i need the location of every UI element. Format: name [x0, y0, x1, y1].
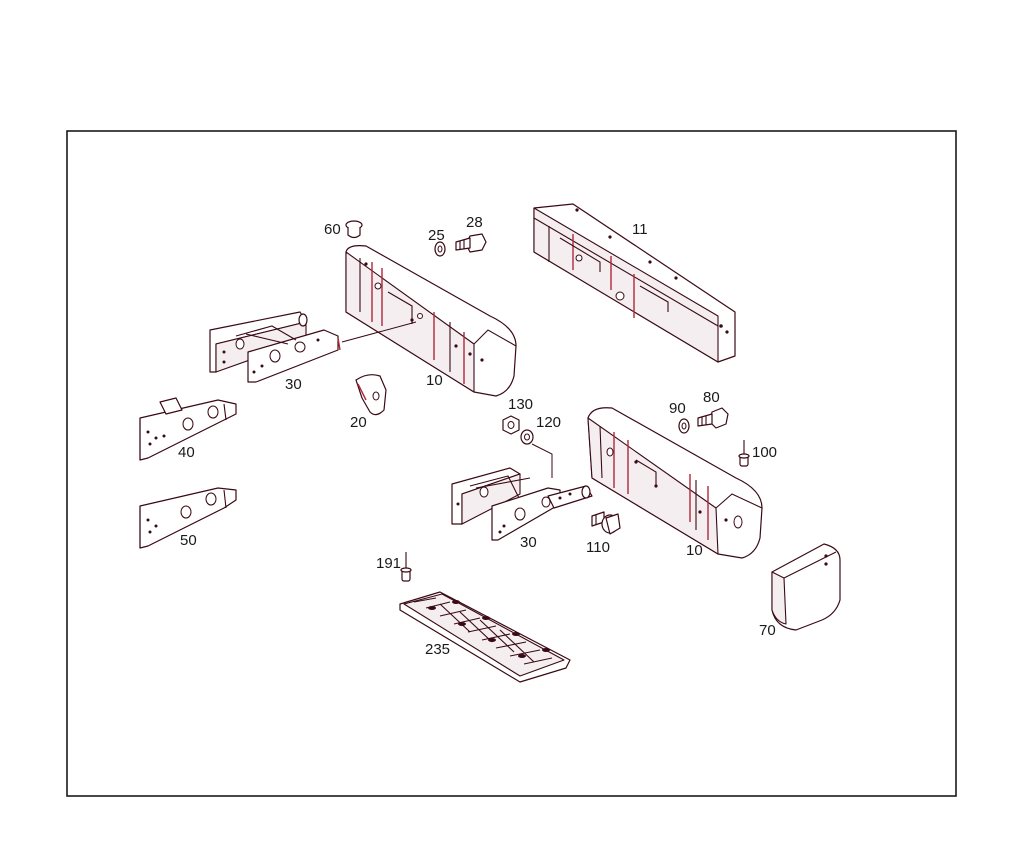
label-11: 11 — [632, 221, 648, 238]
part-11-channel[interactable] — [533, 203, 736, 363]
part-70-end-cap[interactable] — [771, 543, 841, 631]
part-25-washer[interactable] — [434, 241, 446, 257]
label-191: 191 — [376, 555, 401, 572]
part-10-bumper-lower[interactable] — [587, 407, 763, 559]
part-60-plug[interactable] — [345, 220, 363, 239]
part-235-tread-plate[interactable] — [399, 591, 571, 683]
part-130-nut[interactable] — [502, 415, 520, 435]
label-50: 50 — [180, 532, 197, 549]
part-28-bolt[interactable] — [455, 233, 487, 253]
part-100-rivet[interactable] — [738, 440, 750, 467]
label-100: 100 — [752, 444, 777, 461]
part-191-rivet[interactable] — [400, 552, 412, 582]
label-70: 70 — [759, 622, 776, 639]
part-40-plate[interactable] — [139, 397, 237, 461]
label-30-lower: 30 — [520, 534, 537, 551]
label-30-upper: 30 — [285, 376, 302, 393]
label-235: 235 — [425, 641, 450, 658]
part-20-clip[interactable] — [355, 374, 387, 416]
label-130: 130 — [508, 396, 533, 413]
part-120-washer[interactable] — [520, 429, 534, 445]
label-110: 110 — [586, 539, 610, 556]
part-10-bumper-upper[interactable] — [345, 245, 517, 397]
part-30-bracket-upper[interactable] — [209, 311, 341, 383]
part-80-bolt[interactable] — [697, 407, 729, 429]
label-10-upper: 10 — [426, 372, 443, 389]
label-10-lower: 10 — [686, 542, 703, 559]
label-25: 25 — [428, 227, 445, 244]
part-90-washer[interactable] — [678, 418, 690, 434]
label-120: 120 — [536, 414, 561, 431]
leader-30-to-10 — [341, 321, 417, 343]
label-20: 20 — [350, 414, 367, 431]
part-110-bolt[interactable] — [591, 511, 621, 535]
label-80: 80 — [703, 389, 720, 406]
label-40: 40 — [178, 444, 195, 461]
diagram-frame — [66, 130, 957, 797]
label-60: 60 — [324, 221, 341, 238]
part-30-bracket-lower[interactable] — [451, 467, 593, 541]
leader-120-to-30 — [531, 443, 553, 478]
label-90: 90 — [669, 400, 686, 417]
part-50-plate[interactable] — [139, 487, 237, 549]
label-28: 28 — [466, 214, 483, 231]
